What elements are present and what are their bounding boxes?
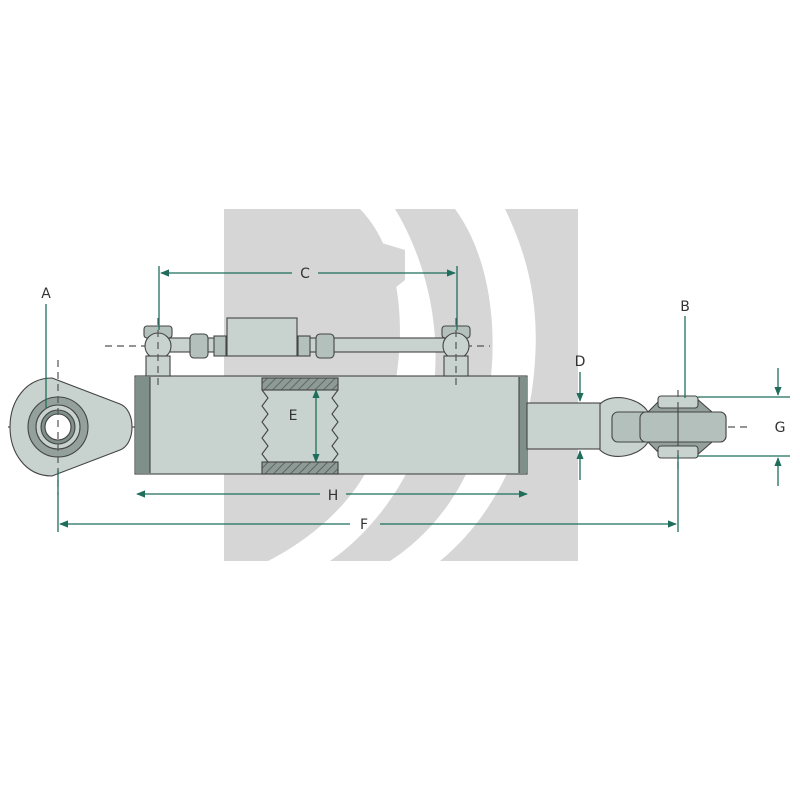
dimension-g — [698, 368, 790, 486]
label-g: G — [775, 420, 786, 436]
left-eye-joint — [9, 377, 133, 477]
label-d: D — [575, 354, 586, 370]
right-ball-joint — [639, 395, 727, 459]
dimension-c — [158, 266, 458, 330]
label-f: F — [360, 517, 368, 533]
cylinder-body — [134, 375, 528, 475]
label-b: B — [680, 299, 690, 315]
label-h: H — [328, 488, 339, 504]
dimension-f — [57, 455, 679, 532]
label-a: A — [41, 286, 51, 302]
label-e: E — [289, 408, 298, 424]
label-c: C — [300, 266, 310, 282]
hydraulic-line — [105, 317, 490, 377]
